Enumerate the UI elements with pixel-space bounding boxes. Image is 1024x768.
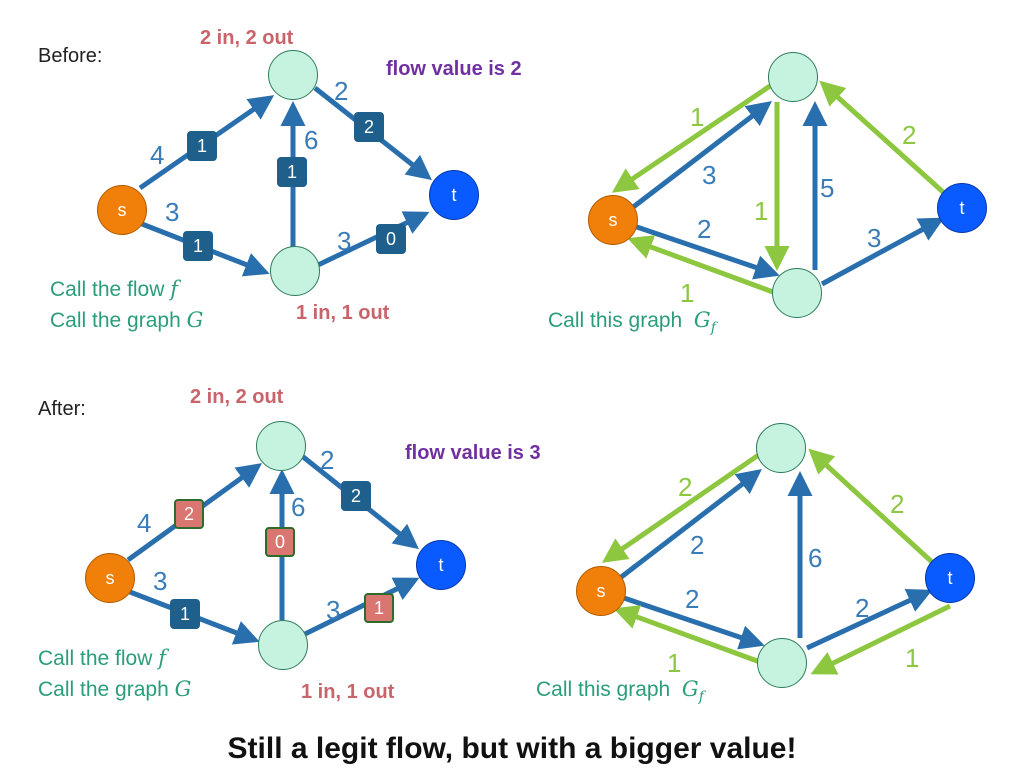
flow-box-b-a: 0: [265, 527, 295, 557]
capacity-b-a: 6: [304, 125, 319, 155]
edge-a-s: [601, 451, 762, 563]
node-annotation-top: 2 in, 2 out: [190, 386, 284, 408]
residual-t-a: 2: [902, 120, 917, 150]
residual-t-b: 1: [905, 643, 920, 673]
after-label: After:: [38, 398, 86, 420]
residual-b-t: 2: [855, 593, 870, 623]
residual-b-s: 1: [667, 648, 682, 678]
node-annotation-bottom: 1 in, 1 out: [296, 302, 390, 324]
flow-box-s-b: 1: [183, 231, 213, 261]
residual-b-t: 3: [867, 223, 882, 253]
source-node: s: [588, 195, 638, 245]
capacity-b-t: 3: [326, 595, 341, 625]
edge-s-b: [633, 223, 780, 280]
flow-box-a-t: 2: [354, 112, 384, 142]
node-b: [270, 246, 320, 296]
sink-node: t: [429, 170, 479, 220]
edge-t-b: [810, 603, 952, 675]
node-annotation-bottom: 1 in, 1 out: [301, 681, 395, 703]
flow-box-s-a: 2: [174, 499, 204, 529]
source-node: s: [97, 185, 147, 235]
edge-b-t: [805, 589, 933, 651]
sink-node: t: [937, 183, 987, 233]
capacity-s-a: 4: [150, 140, 165, 170]
node-annotation-top: 2 in, 2 out: [200, 27, 294, 49]
node-b: [757, 638, 807, 688]
before-label: Before:: [38, 45, 103, 67]
residual-s-b: 2: [697, 214, 712, 244]
flow-symbol: f: [170, 277, 179, 301]
node-a: [768, 52, 818, 102]
edge-t-a: [819, 80, 945, 194]
flow-box-a-t: 2: [341, 481, 371, 511]
flow-box-b-t: 1: [364, 593, 394, 623]
graph-symbol: G: [186, 308, 204, 332]
edge-b-t: [316, 211, 430, 268]
call-residual-text: Call this graph Gf: [536, 677, 704, 706]
capacity-a-t: 2: [320, 445, 335, 475]
sink-node: t: [416, 540, 466, 590]
edge-s-b: [623, 595, 765, 650]
node-a: [268, 50, 318, 100]
node-a: [756, 423, 806, 473]
node-b: [772, 268, 822, 318]
call-flow-text: Call the flow f: [38, 646, 167, 670]
flow-value-label: flow value is 2: [386, 58, 522, 80]
residual-graph-symbol: G: [681, 677, 699, 701]
edge-s-a: [630, 100, 772, 210]
headline: Still a legit flow, but with a bigger va…: [227, 732, 797, 765]
residual-s-b: 2: [685, 584, 700, 614]
edge-s-a: [618, 468, 762, 580]
sink-node: t: [925, 553, 975, 603]
graph-symbol: G: [174, 677, 192, 701]
edge-b-t: [303, 577, 420, 637]
residual-a-s: 1: [690, 102, 705, 132]
residual-b-a: 5: [820, 173, 835, 203]
call-flow-text: Call the flow f: [50, 277, 179, 301]
node-a: [256, 421, 306, 471]
capacity-s-b: 3: [165, 197, 180, 227]
flow-box-b-t: 0: [376, 224, 406, 254]
call-graph-text: Call the graph G: [38, 677, 192, 701]
flow-box-s-a: 1: [187, 131, 217, 161]
edge-b-s: [613, 605, 761, 665]
source-node: s: [85, 553, 135, 603]
residual-t-a: 2: [890, 489, 905, 519]
flow-box-s-b: 1: [170, 599, 200, 629]
capacity-s-b: 3: [153, 566, 168, 596]
node-b: [258, 620, 308, 670]
residual-a-b: 1: [754, 196, 769, 226]
edge-b-t: [820, 217, 945, 287]
residual-graph-symbol: G: [693, 308, 711, 332]
residual-a-s: 2: [678, 472, 693, 502]
edge-b-s: [627, 235, 774, 295]
residual-s-a: 2: [690, 530, 705, 560]
capacity-b-a: 6: [291, 492, 306, 522]
call-residual-text: Call this graph Gf: [548, 308, 716, 337]
capacity-s-a: 4: [137, 508, 152, 538]
flow-symbol: f: [158, 646, 167, 670]
capacity-a-t: 2: [334, 76, 349, 106]
flow-box-b-a: 1: [277, 157, 307, 187]
call-graph-text: Call the graph G: [50, 308, 204, 332]
source-node: s: [576, 566, 626, 616]
edge-a-s: [611, 83, 772, 193]
residual-s-a: 3: [702, 160, 717, 190]
capacity-b-t: 3: [337, 226, 352, 256]
flow-value-label: flow value is 3: [405, 442, 541, 464]
residual-b-a: 6: [808, 543, 823, 573]
residual-b-s: 1: [680, 278, 695, 308]
edge-t-a: [808, 448, 934, 564]
